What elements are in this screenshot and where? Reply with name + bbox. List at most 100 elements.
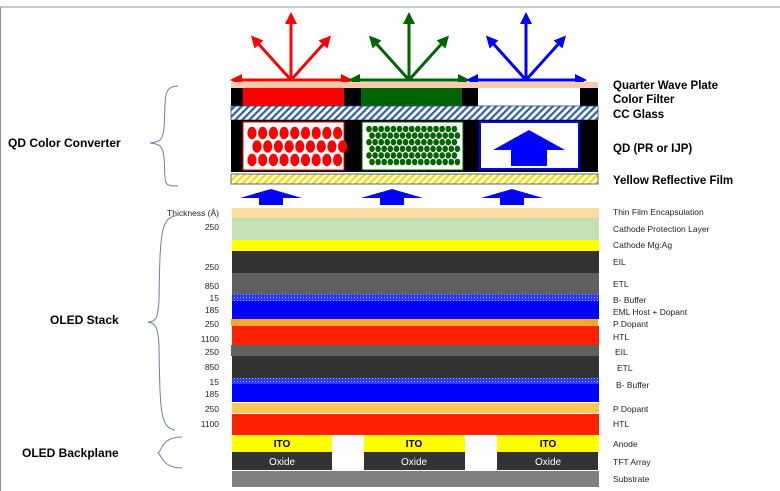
green-qd-dot xyxy=(405,158,412,166)
green-qd-dot xyxy=(439,152,446,159)
emission-arrow-icon xyxy=(348,11,470,86)
thickness-header: Thickness (Å) xyxy=(167,208,219,218)
tft-cell: Oxide xyxy=(232,452,332,470)
green-qd-dot xyxy=(408,138,415,146)
green-qd-dot xyxy=(454,145,461,153)
green-qd-dot xyxy=(451,138,458,146)
layer-substrate xyxy=(232,471,599,487)
yellow-reflective-film xyxy=(230,173,599,185)
green-qd-dot xyxy=(439,138,446,146)
layer-etl-1 xyxy=(232,273,599,294)
oled-stack xyxy=(231,208,599,435)
red-qd-dot xyxy=(305,140,316,153)
layer-label: ETL xyxy=(613,279,629,289)
green-qd-dot xyxy=(421,138,427,146)
green-qd-dot xyxy=(415,138,421,146)
green-qd-dot xyxy=(393,132,400,139)
layer-label: Cathode Protection Layer xyxy=(613,224,710,234)
green-qd-dot xyxy=(390,152,397,159)
red-qd-dot xyxy=(273,140,283,153)
green-qd-dot xyxy=(424,132,430,139)
qd-color-converter xyxy=(230,82,599,205)
green-qd-dot xyxy=(366,138,372,146)
green-qd-dot xyxy=(411,132,418,139)
green-qd-dot xyxy=(399,145,406,153)
group-label-oled-backplane: OLED Backplane xyxy=(22,446,119,460)
green-qd-dot xyxy=(378,152,385,159)
red-qd-dot xyxy=(300,126,311,140)
green-qd-dot xyxy=(405,145,412,153)
red-qd-dot xyxy=(327,140,337,153)
green-qd-dot xyxy=(445,152,452,159)
green-qd-dot xyxy=(427,138,433,146)
red-quantum-dots xyxy=(247,126,348,167)
group-label-qd-color-converter: QD Color Converter xyxy=(8,136,121,150)
red-qd-dot xyxy=(279,153,289,167)
green-qd-dot xyxy=(415,152,421,159)
green-qd-dot xyxy=(405,132,412,139)
thickness-value: 185 xyxy=(205,389,219,399)
blue-arrow-icon xyxy=(361,189,423,205)
oxide-label: Oxide xyxy=(269,457,296,468)
ito-label: ITO xyxy=(406,439,423,450)
green-qd-dot xyxy=(451,125,458,133)
green-qd-dot xyxy=(411,145,418,153)
green-qd-dot xyxy=(390,138,397,146)
green-qd-dot xyxy=(442,145,449,153)
green-qd-dot xyxy=(421,125,427,133)
blue-arrow-icon xyxy=(240,189,302,205)
layer-htl-1 xyxy=(232,326,599,345)
emission-arrow-icon xyxy=(466,11,587,86)
green-qd-dot xyxy=(375,145,381,153)
layer-label: TFT Array xyxy=(613,457,651,467)
red-qd-dot xyxy=(268,153,278,167)
green-qd-dot xyxy=(448,132,455,139)
oxide-label: Oxide xyxy=(535,457,562,468)
layer-eil-1 xyxy=(232,251,599,273)
layer-label: Thin Film Encapsulation xyxy=(613,207,704,217)
green-qd-dot xyxy=(418,158,424,166)
red-qd-dot xyxy=(290,153,300,167)
green-qd-dot xyxy=(445,138,452,146)
red-qd-dot xyxy=(311,153,321,167)
green-qd-dot xyxy=(427,125,433,133)
red-qd-dot xyxy=(333,153,343,167)
layer-cathode xyxy=(232,240,599,251)
thickness-value: 250 xyxy=(205,222,219,232)
thickness-value: 250 xyxy=(205,404,219,414)
red-qd-dot xyxy=(263,140,273,153)
layer-label: P Dopant xyxy=(613,404,649,414)
thickness-value: 1100 xyxy=(201,334,220,344)
green-qd-dot xyxy=(366,125,372,133)
red-qd-dot xyxy=(338,140,348,153)
layer-label: EIL xyxy=(613,257,626,267)
green-qd-dot xyxy=(408,152,415,159)
green-qd-dot xyxy=(433,125,439,133)
layer-label: B- Buffer xyxy=(613,295,647,305)
layer-label: EML Host + Dopant xyxy=(613,307,688,317)
thickness-value: 250 xyxy=(205,319,219,329)
green-qd-dot xyxy=(375,132,381,139)
red-qd-dot xyxy=(247,153,257,167)
red-qd-dot xyxy=(316,140,326,153)
group-label-oled-stack: OLED Stack xyxy=(50,313,119,327)
green-qd-dot xyxy=(393,158,400,166)
green-qd-dot xyxy=(424,158,430,166)
ito-label: ITO xyxy=(274,439,291,450)
green-qd-dot xyxy=(427,152,433,159)
green-qd-dot xyxy=(399,132,406,139)
blue-arrow-icon xyxy=(481,189,543,205)
green-qd-dot xyxy=(430,158,436,166)
green-qd-dot xyxy=(384,125,391,133)
layer-htl-2 xyxy=(232,414,599,435)
label-color-filter: Color Filter xyxy=(613,94,675,106)
green-qd-dot xyxy=(424,145,430,153)
thickness-value: 185 xyxy=(205,305,219,315)
layer-label: Anode xyxy=(613,439,638,449)
layer-etl-2 xyxy=(232,356,599,378)
qd-converter-brace xyxy=(149,85,179,187)
tft-cell: Oxide xyxy=(364,452,465,470)
green-qd-dot xyxy=(430,132,436,139)
oled-stack-brace xyxy=(147,215,176,431)
green-qd-dot xyxy=(393,145,400,153)
